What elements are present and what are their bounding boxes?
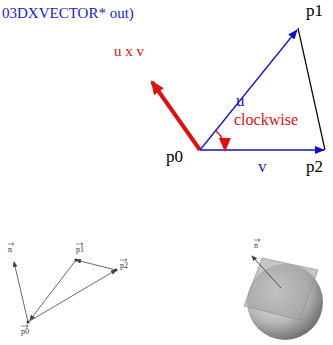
vector-label: u x v: [114, 44, 144, 59]
small-edge: [28, 270, 116, 322]
clockwise-arc: [216, 131, 225, 150]
direction-label: clockwise: [234, 112, 298, 128]
small-edge: [30, 260, 76, 320]
normal-label: n: [8, 246, 12, 254]
normal-arrow: [14, 262, 28, 322]
point-label: p0: [166, 148, 183, 165]
point-label: p2: [120, 262, 128, 270]
small-edge: [76, 260, 116, 270]
edge-line: [298, 28, 325, 150]
vector-label: u: [236, 92, 245, 109]
cross-product: [152, 82, 200, 150]
point-label: p0: [21, 328, 29, 336]
point-label: p1: [306, 2, 323, 19]
vector-v: [200, 149, 324, 150]
normal-arrow: [252, 256, 281, 288]
vector-label: v: [258, 158, 267, 175]
normal-label: n: [254, 242, 258, 250]
code-fragment: 03DXVECTOR* out): [2, 6, 134, 21]
vector-u: [200, 30, 297, 150]
point-label: p1: [76, 246, 84, 254]
point-label: p2: [306, 158, 323, 175]
tangent-plane: [244, 258, 318, 320]
